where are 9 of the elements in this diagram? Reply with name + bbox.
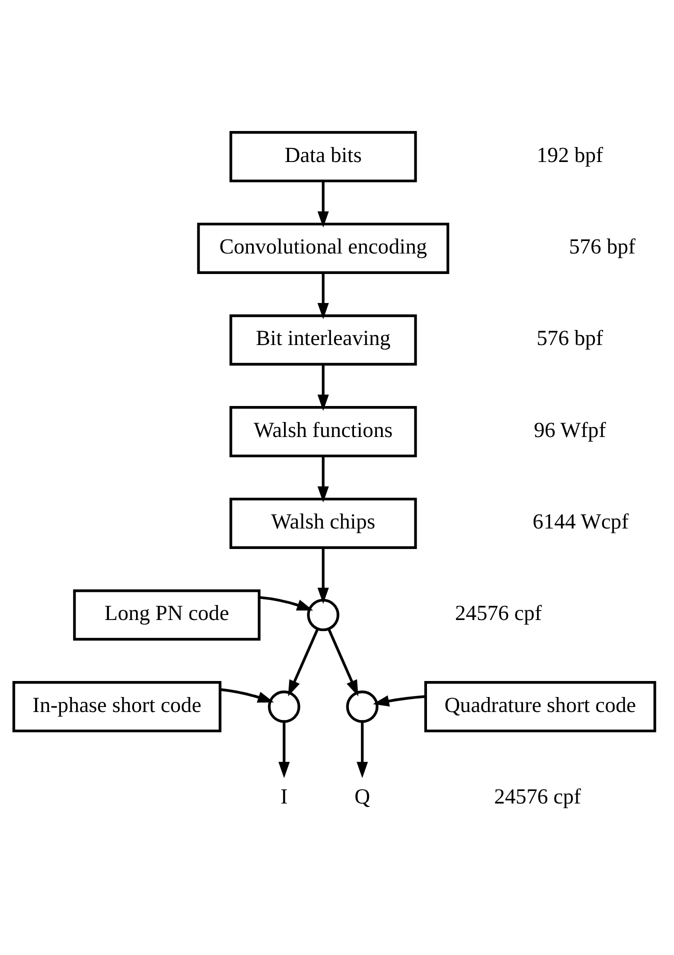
label: 192 bpf [536, 142, 604, 167]
node-text: Q [354, 784, 370, 808]
label: 576 bpf [536, 326, 604, 350]
label: 576 bpf [569, 234, 636, 258]
label: 96 Wfpf [534, 418, 606, 442]
label: 24576 cpf [455, 601, 542, 626]
label: 6144 Wcpf [532, 509, 629, 534]
label: 24576 cpf [494, 784, 581, 808]
node-text: I [280, 784, 288, 808]
